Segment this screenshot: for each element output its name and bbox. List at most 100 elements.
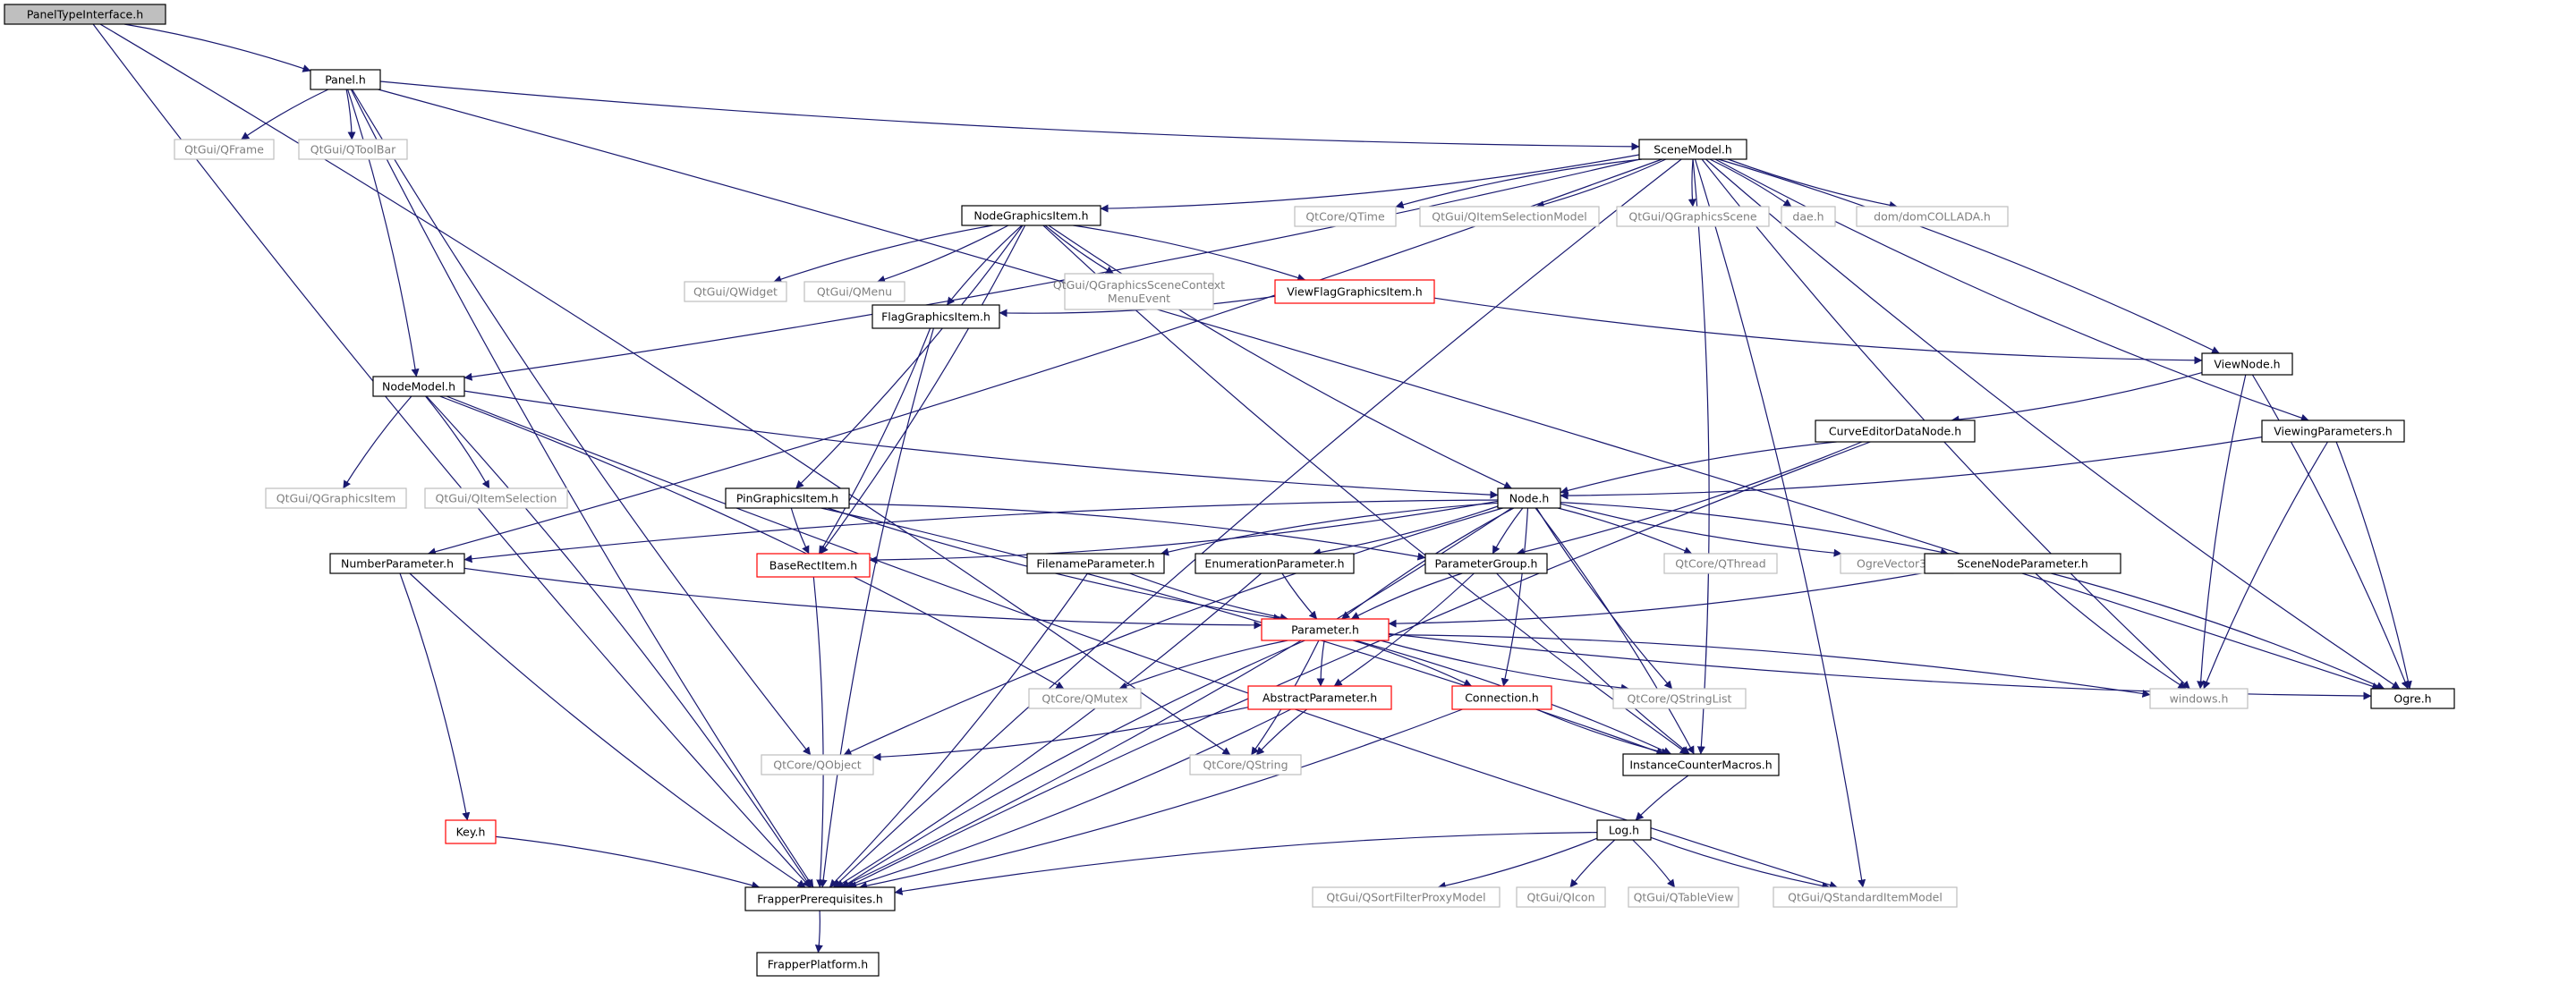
node-panelTypeInterface[interactable]: PanelTypeInterface.h	[4, 4, 166, 25]
node-viewingParameters[interactable]: ViewingParameters.h	[2261, 419, 2405, 443]
edge-panel-to-sceneModel	[379, 81, 1640, 151]
edge-node-to-ogrevector3	[1560, 503, 1842, 557]
node-sceneModel[interactable]: SceneModel.h	[1638, 139, 1747, 160]
node-box	[725, 487, 850, 509]
edge-node-to-baseRectItem	[869, 500, 1499, 564]
node-parameterGroup[interactable]: ParameterGroup.h	[1424, 553, 1548, 574]
node-label: QtCore/QObject	[773, 758, 862, 772]
node-viewFlagGraphicsItem[interactable]: ViewFlagGraphicsItem.h	[1274, 279, 1435, 304]
node-frapperPlatform[interactable]: FrapperPlatform.h	[756, 952, 880, 977]
node-box	[1261, 618, 1390, 641]
node-box	[1663, 553, 1778, 574]
edge-nodeGraphicsItem-to-qmenu	[877, 225, 1009, 284]
edge-sceneModel-to-domcollada	[1727, 158, 1898, 209]
node-box	[2201, 352, 2293, 376]
node-label: QtCore/QStringList	[1628, 692, 1732, 706]
edge-parameter-to-windows	[1388, 634, 2151, 698]
node-qstringlist: QtCore/QStringList	[1612, 688, 1747, 709]
node-box	[744, 886, 896, 911]
edge-panel-to-qobject	[352, 89, 812, 756]
node-instanceCounterMacros[interactable]: InstanceCounterMacros.h	[1622, 753, 1780, 776]
edge-node-to-sceneNodeParameter	[1560, 502, 1949, 556]
edge-sceneModel-to-frapperPrerequisites	[833, 158, 1682, 888]
node-box	[265, 487, 407, 509]
node-box	[424, 487, 568, 509]
node-box	[1189, 754, 1302, 775]
node-label: ParameterGroup.h	[1435, 557, 1538, 571]
edge-sceneModel-to-qgraphicsscene	[1688, 158, 1696, 208]
node-numberParameter[interactable]: NumberParameter.h	[329, 553, 465, 574]
node-panel[interactable]: Panel.h	[310, 69, 381, 90]
node-box	[1312, 886, 1501, 908]
node-qgraphicsitem: QtGui/QGraphicsItem	[265, 487, 407, 509]
node-enumerationParameter[interactable]: EnumerationParameter.h	[1194, 553, 1355, 574]
node-label: dae.h	[1792, 210, 1824, 224]
node-label: MenuEvent	[1108, 292, 1170, 305]
edge-sceneModel-to-instanceCounterMacros	[1692, 158, 1710, 755]
edge-node-to-enumerationParameter	[1312, 505, 1499, 556]
node-node[interactable]: Node.h	[1497, 487, 1561, 509]
node-qstring: QtCore/QString	[1189, 754, 1302, 775]
edge-frapperPrerequisites-to-frapperPlatform	[814, 910, 823, 953]
edge-log-to-qicon	[1569, 839, 1616, 888]
node-label: QtGui/QItemSelection	[436, 492, 557, 505]
node-ogre[interactable]: Ogre.h	[2370, 688, 2455, 709]
node-qitemselmodel: QtGui/QItemSelectionModel	[1419, 206, 1600, 227]
node-box	[761, 754, 874, 775]
dependency-edges	[92, 23, 2412, 953]
edge-node-to-filenameParameter	[1160, 502, 1499, 556]
node-box	[1247, 685, 1392, 710]
node-domcollada: dom/domCOLLADA.h	[1856, 206, 2009, 227]
edge-log-to-qstandarditemmodel	[1650, 836, 1831, 890]
node-label: FilenameParameter.h	[1036, 557, 1154, 571]
node-box	[1026, 553, 1165, 574]
node-connection[interactable]: Connection.h	[1451, 685, 1552, 710]
edge-enumerationParameter-to-parameter	[1281, 572, 1318, 620]
edge-node-to-connection	[1501, 507, 1529, 687]
edge-curveEditorDataNode-to-parameterGroup	[1516, 441, 1863, 556]
node-label: QtGui/QGraphicsScene	[1628, 210, 1756, 224]
node-dae: dae.h	[1781, 206, 1836, 227]
node-label: QtGui/QFrame	[184, 143, 264, 157]
edge-sceneNodeParameter-to-parameter	[1388, 572, 1926, 628]
node-nodeGraphicsItem[interactable]: NodeGraphicsItem.h	[961, 205, 1101, 226]
edge-numberParameter-to-key	[399, 572, 471, 821]
node-flagGraphicsItem[interactable]: FlagGraphicsItem.h	[871, 304, 1000, 329]
edge-parameterGroup-to-instanceCounterMacros	[1496, 572, 1690, 755]
node-key[interactable]: Key.h	[445, 819, 497, 844]
node-box	[298, 139, 408, 160]
edge-nodeGraphicsItem-to-viewFlagGraphicsItem	[1073, 225, 1306, 282]
node-box	[1194, 553, 1355, 574]
node-curveEditorDataNode[interactable]: CurveEditorDataNode.h	[1815, 419, 1976, 443]
node-frapperPrerequisites[interactable]: FrapperPrerequisites.h	[744, 886, 896, 911]
node-filenameParameter[interactable]: FilenameParameter.h	[1026, 553, 1165, 574]
node-viewNode[interactable]: ViewNode.h	[2201, 352, 2293, 376]
edge-nodeGraphicsItem-to-flagGraphicsItem	[946, 225, 1023, 306]
node-box	[1028, 688, 1142, 709]
node-box	[310, 69, 381, 90]
node-qmutex: QtCore/QMutex	[1028, 688, 1142, 709]
node-box	[329, 553, 465, 574]
node-log[interactable]: Log.h	[1596, 819, 1652, 841]
edge-sceneNodeParameter-to-windows	[2035, 572, 2187, 690]
node-label: QtCore/QMutex	[1041, 692, 1127, 706]
node-baseRectItem[interactable]: BaseRectItem.h	[756, 553, 871, 578]
node-label: Ogre.h	[2393, 692, 2431, 706]
node-nodeModel[interactable]: NodeModel.h	[372, 376, 465, 397]
edge-viewNode-to-ogre	[2251, 374, 2410, 690]
node-parameter[interactable]: Parameter.h	[1261, 618, 1390, 641]
edge-panel-to-nodeModel	[347, 89, 420, 377]
edge-panel-to-ogre	[378, 89, 2381, 691]
node-box	[961, 205, 1101, 226]
node-label: ViewingParameters.h	[2274, 425, 2392, 438]
node-abstractParameter[interactable]: AbstractParameter.h	[1247, 685, 1392, 710]
edge-nodeModel-to-node	[463, 390, 1499, 499]
node-qstandarditemmodel: QtGui/QStandardItemModel	[1773, 886, 1958, 908]
node-box	[1419, 206, 1600, 227]
node-label: ViewNode.h	[2214, 358, 2280, 371]
node-pinGraphicsItem[interactable]: PinGraphicsItem.h	[725, 487, 850, 509]
node-label: dom/domCOLLADA.h	[1874, 210, 1991, 224]
edge-baseRectItem-to-frapperPrerequisites	[812, 576, 825, 888]
node-sceneNodeParameter[interactable]: SceneNodeParameter.h	[1924, 553, 2121, 574]
edge-parameter-to-qmutex	[1118, 640, 1288, 691]
